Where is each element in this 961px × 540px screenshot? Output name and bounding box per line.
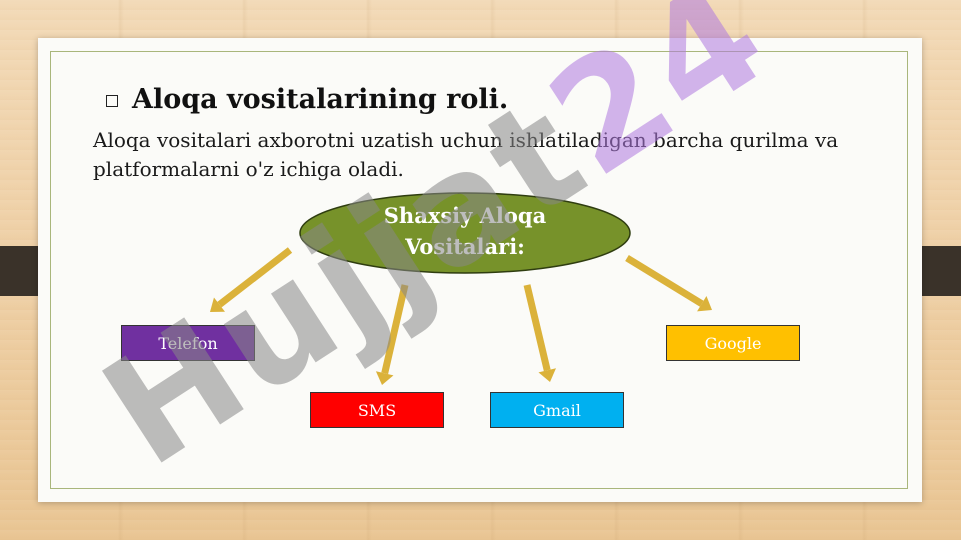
center-label-line2: Vositalari: [405,234,525,259]
node-google-label: Google [704,333,762,353]
center-label-line1: Shaxsiy Aloqa [383,203,547,228]
slide-title: Aloqa vositalarining roli. [132,84,509,115]
title-row: Aloqa vositalarining roli. [106,84,508,115]
arrows-group [210,247,712,385]
node-sms: SMS [310,392,444,428]
node-sms-label: SMS [357,400,397,420]
arrow-to-telefon [210,247,293,312]
node-telefon-label: Telefon [158,333,218,353]
node-gmail: Gmail [490,392,624,428]
center-ellipse-label: Shaxsiy Aloqa Vositalari: [330,200,600,262]
arrow-to-gmail [523,284,556,382]
node-gmail-label: Gmail [533,400,581,420]
slide-card [38,38,922,502]
center-ellipse [299,192,631,274]
node-google: Google [666,325,800,361]
node-telefon: Telefon [121,325,255,361]
square-bullet-icon [106,94,118,107]
slide-description: Aloqa vositalari axborotni uzatish uchun… [93,128,839,181]
arrow-to-google [625,255,712,312]
arrow-to-sms [375,284,409,385]
slide-inner-border [50,51,908,489]
